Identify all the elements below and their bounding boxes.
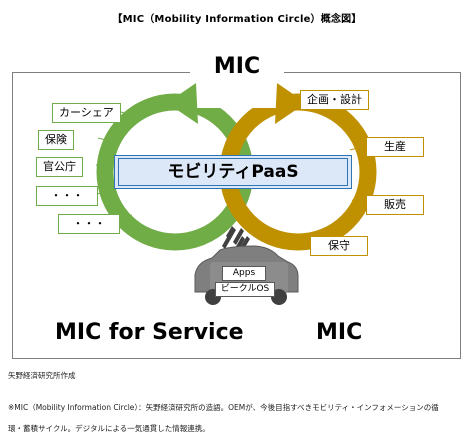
mic-top-label: MIC xyxy=(190,53,284,81)
left-box-car-share: カーシェア xyxy=(52,103,121,123)
right-box-planning-design: 企画・設計 xyxy=(300,90,369,110)
left-box-insurance: 保険 xyxy=(38,130,74,150)
gold-arrow-icon xyxy=(275,83,306,124)
green-arrow-icon xyxy=(167,83,198,124)
diagram-title: 【MIC（Mobility Information Circle）概念図】 xyxy=(112,14,362,25)
source-note: 矢野経済研究所作成 xyxy=(8,371,76,380)
mic-bottom-label: MIC xyxy=(316,320,363,345)
mobility-paas-box: モビリティPaaS xyxy=(114,155,352,189)
car-vehicle-os-label: ビークルOS xyxy=(215,282,275,297)
right-box-production: 生産 xyxy=(366,137,424,157)
footnote-line-2: 環・蓄積サイクル。デジタルによる一気通貫した情報連携。 xyxy=(8,424,210,433)
signal-waves-icon xyxy=(222,226,250,253)
right-box-sales: 販売 xyxy=(366,195,424,215)
right-box-maintenance: 保守 xyxy=(310,236,368,256)
mic-for-service-label: MIC for Service xyxy=(55,320,244,345)
left-box-government: 官公庁 xyxy=(36,157,83,177)
left-box-etc-1: ・・・ xyxy=(36,186,98,206)
footnote-line-1: ※MIC（Mobility Information Circle）：矢野経済研究… xyxy=(8,403,439,412)
left-box-etc-2: ・・・ xyxy=(58,214,120,234)
car-apps-label: Apps xyxy=(222,266,266,281)
